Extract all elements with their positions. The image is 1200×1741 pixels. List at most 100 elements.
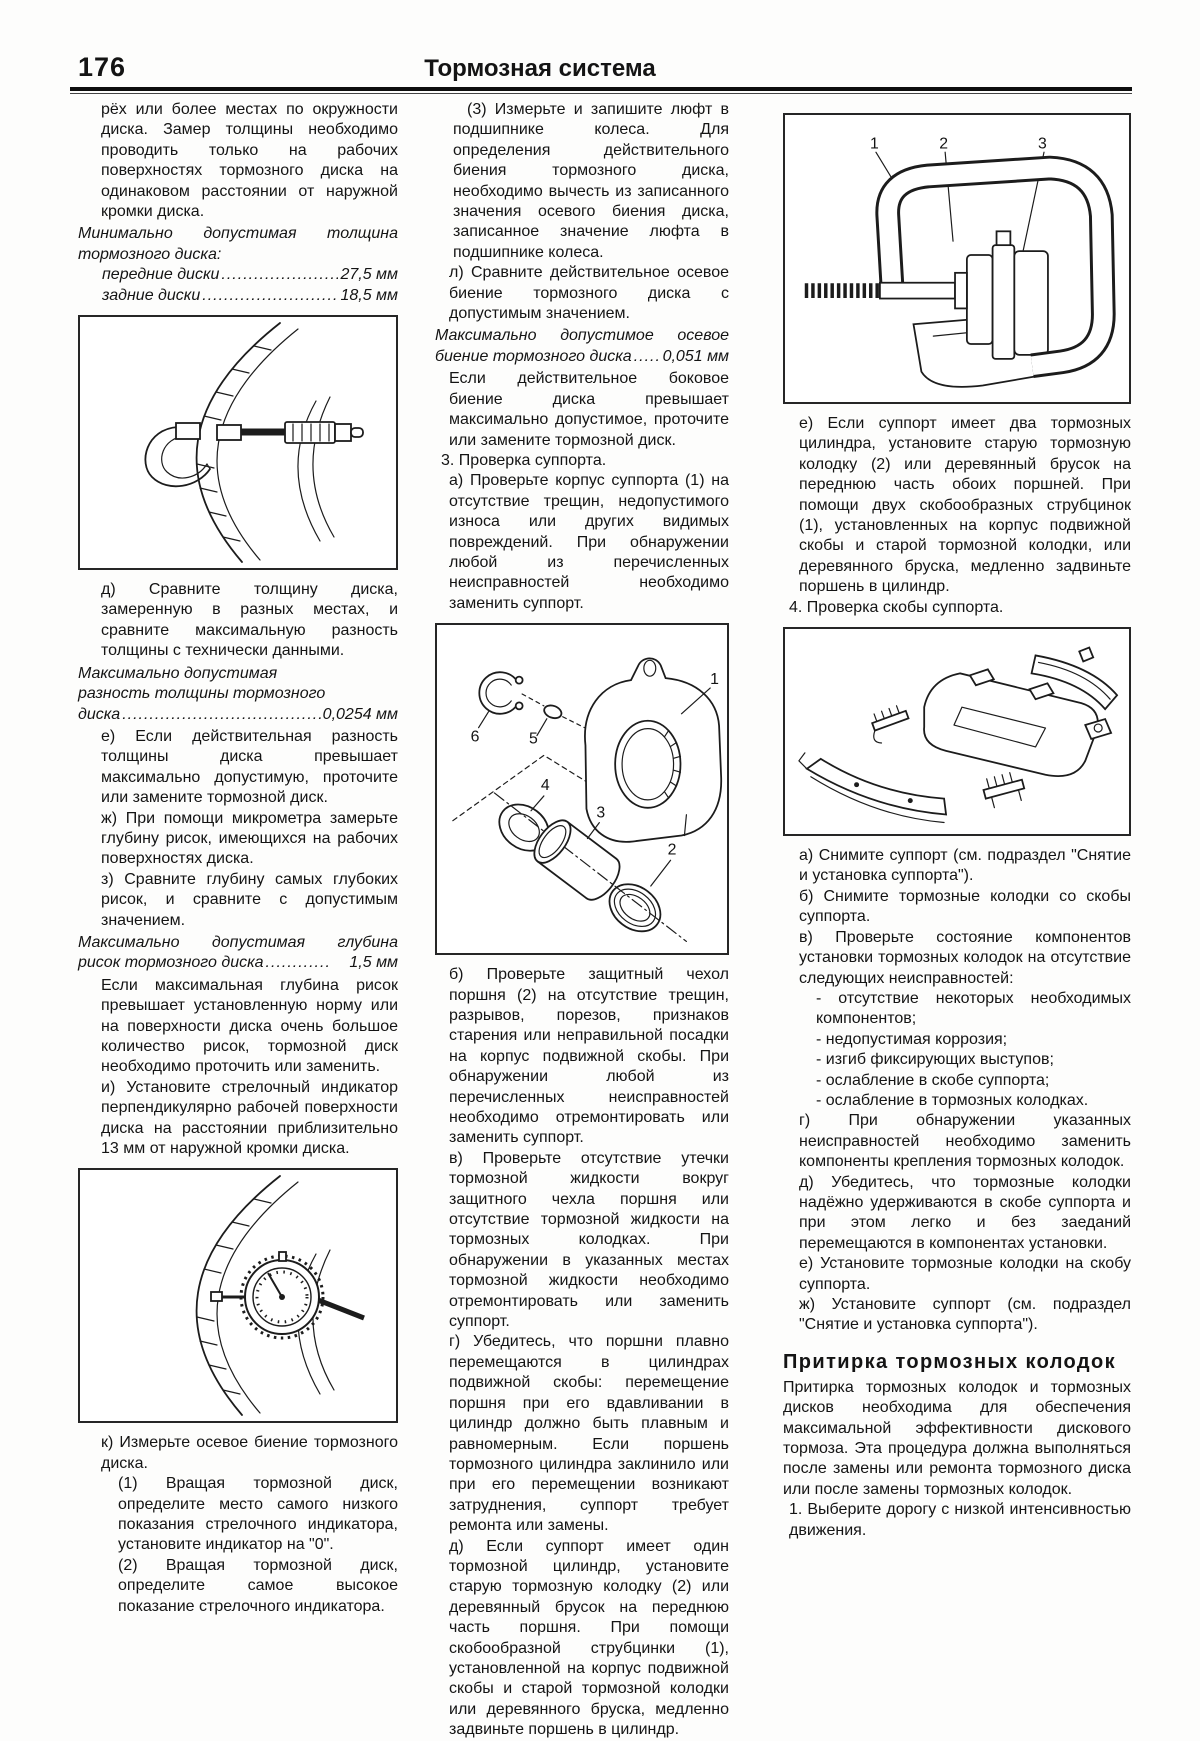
step-4-bracket-check: 4. Проверка скобы суппорта. [789, 598, 1004, 616]
spec-leader: ....................................... [122, 705, 321, 723]
micrometer-icon [144, 421, 364, 488]
step-e2: е) Установите тормозные колодки на скобу… [799, 1255, 1131, 1293]
spec-label: рисок тормозного диска [78, 954, 264, 972]
defect-item: - ослабление в скобе суппорта; [816, 1071, 1050, 1089]
figure-caliper-c-clamp: 1 2 3 [783, 113, 1131, 404]
spec-row-rear-discs: задние диски..........................18… [102, 286, 398, 306]
step-e: е) Если суппорт имеет два тормозных цили… [799, 415, 1131, 596]
part-label-4: 4 [541, 777, 550, 794]
spec-title: Минимально допустимая толщина тормозного… [78, 225, 398, 263]
spec-value: 0,0254 мм [322, 705, 398, 723]
part-label-3: 3 [1038, 135, 1047, 152]
step-zh: ж) Установите суппорт (см. подраздел "Сн… [799, 1296, 1131, 1334]
defect-item: - недопустимая коррозия; [816, 1030, 1008, 1048]
step-b: б) Проверьте защитный чехол поршня (2) н… [449, 966, 729, 1147]
paragraph-note: Если максимальная глубина рисок превышае… [101, 976, 398, 1076]
step-b: б) Снимите тормозные колодки со скобы су… [799, 887, 1131, 926]
step-d: д) Сравните толщину диска, замеренную в … [101, 581, 398, 660]
brake-disc-dial-indicator-drawing [195, 1175, 365, 1417]
piston-icon [533, 819, 621, 901]
caliper-body-icon [584, 657, 722, 843]
page-title: Тормозная система [424, 55, 656, 82]
spec-label: передние диски [102, 266, 220, 284]
column-middle: (3) Измерьте и запишите люфт в подшипник… [435, 100, 729, 1741]
spec-row: диска...................................… [78, 705, 398, 725]
spec-line: разность толщины тормозного [78, 685, 326, 703]
brake-disc-micrometer-drawing [144, 322, 364, 563]
bracket-pads-drawing [798, 646, 1119, 824]
spec-label: задние диски [102, 286, 201, 304]
caliper-bracket-icon [923, 668, 1113, 778]
manual-page: { "page": { "number": "176", "title": "Т… [70, 52, 1132, 1739]
paragraph-continuation: рёх или более местах по окружности диска… [101, 101, 398, 221]
step-d: д) Убедитесь, что тормозные колодки надё… [799, 1173, 1131, 1252]
dust-boot-icon [608, 883, 662, 933]
spec-line: Максимально допустимая [78, 664, 278, 682]
spec-row: биение тормозного диска.....0,051 мм [435, 347, 729, 367]
spec-leader: ............ [265, 954, 331, 972]
part-label-1: 1 [870, 135, 879, 152]
spec-label: биение тормозного диска [435, 347, 632, 365]
retaining-clip-icon [478, 671, 524, 715]
column-left: рёх или более местах по окружности диска… [78, 100, 398, 1617]
spec-value: 0,051 мм [662, 347, 729, 365]
spec-row: рисок тормозного диска............ 1,5 мм [78, 953, 398, 973]
step-zh: ж) При помощи микрометра замерьте глубин… [101, 809, 398, 868]
spec-axial-runout: Максимально допустимое осевое биение тор… [435, 326, 729, 367]
spec-line: Максимально допустимая глубина [78, 933, 398, 951]
bleeder-cap-icon [543, 704, 563, 720]
pad-clip-lower-icon [982, 772, 1026, 809]
part-label-5: 5 [529, 731, 538, 748]
part-label-2: 2 [939, 135, 948, 152]
header-rule [70, 87, 1132, 94]
brake-pad-upper-icon [1030, 646, 1119, 711]
pad-clip-upper-icon [871, 705, 910, 744]
substep-1: (1) Вращая тормозной диск, определите ме… [118, 1475, 398, 1554]
spec-leader: ...................... [221, 266, 339, 284]
substep-3: (3) Измерьте и запишите люфт в подшипник… [453, 101, 729, 261]
column-right: 1 2 3 е) Если суппорт имеет два тормозны… [783, 100, 1131, 1541]
figure-disc-micrometer [78, 315, 398, 571]
spec-label: диска [78, 705, 121, 723]
figure-disc-dial-indicator [78, 1168, 398, 1424]
substep-2: (2) Вращая тормозной диск, определите са… [118, 1556, 398, 1615]
defect-item: - изгиб фиксирующих выступов; [816, 1051, 1054, 1069]
spec-leader: ..... [633, 347, 661, 365]
part-label-3: 3 [596, 805, 605, 822]
step-1-road: 1. Выберите дорогу с низкой интенсивност… [789, 1501, 1131, 1539]
brake-pad-lower-icon [798, 752, 948, 824]
defect-item: - ослабление в тормозных колодках. [816, 1091, 1089, 1109]
page-number: 176 [78, 52, 127, 82]
spec-min-thickness: Минимально допустимая толщина тормозного… [78, 224, 398, 306]
step-v: в) Проверьте отсутствие утечки тормозной… [449, 1149, 729, 1331]
step-a: а) Проверьте корпус суппорта (1) на отсу… [449, 472, 729, 612]
spec-line: Максимально допустимое осевое [435, 327, 729, 345]
step-d: д) Если суппорт имеет один тормозной цил… [449, 1537, 729, 1739]
spec-leader: .......................... [202, 286, 339, 304]
c-clamp-frame-icon [875, 155, 1116, 379]
spec-value: 1,5 мм [349, 954, 398, 972]
step-a: а) Снимите суппорт (см. подраздел "Сняти… [799, 847, 1131, 885]
step-g: г) Убедитесь, что поршни плавно перемеща… [449, 1333, 729, 1535]
caliper-c-clamp-drawing: 1 2 3 [804, 135, 1116, 388]
step-g: г) При обнаружении указанных неисправнос… [799, 1112, 1131, 1171]
part-label-2: 2 [668, 841, 677, 858]
step-v: в) Проверьте состояние компонентов устан… [799, 928, 1131, 987]
figure-caliper-exploded: 1 2 3 4 5 6 [435, 623, 729, 956]
step-i: и) Установите стрелочный индикатор перпе… [101, 1078, 398, 1158]
brake-disc-icon [195, 322, 335, 563]
step-k: к) Измерьте осевое биение тормозного дис… [101, 1434, 398, 1472]
pad-piston-stack-icon [965, 230, 1049, 360]
paragraph-note: Если действительное боковое биение диска… [449, 370, 729, 449]
dial-indicator-icon [210, 1251, 365, 1340]
step-z: з) Сравните глубину самых глубоких рисок… [101, 870, 398, 929]
section-intro: Притирка тормозных колодок и тормозных д… [783, 1378, 1131, 1498]
part-label-6: 6 [471, 729, 480, 746]
spec-value: 27,5 мм [340, 266, 398, 284]
caliper-exploded-drawing: 1 2 3 4 5 6 [452, 657, 722, 943]
defect-item: - отсутствие некоторых необходимых компо… [816, 989, 1131, 1028]
spec-thickness-variation: Максимально допустимая разность толщины … [78, 664, 398, 725]
section-heading-pad-bedding: Притирка тормозных колодок [783, 1350, 1117, 1373]
step-3-caliper-check: 3. Проверка суппорта. [441, 451, 607, 469]
spec-groove-depth: Максимально допустимая глубина рисок тор… [78, 933, 398, 974]
